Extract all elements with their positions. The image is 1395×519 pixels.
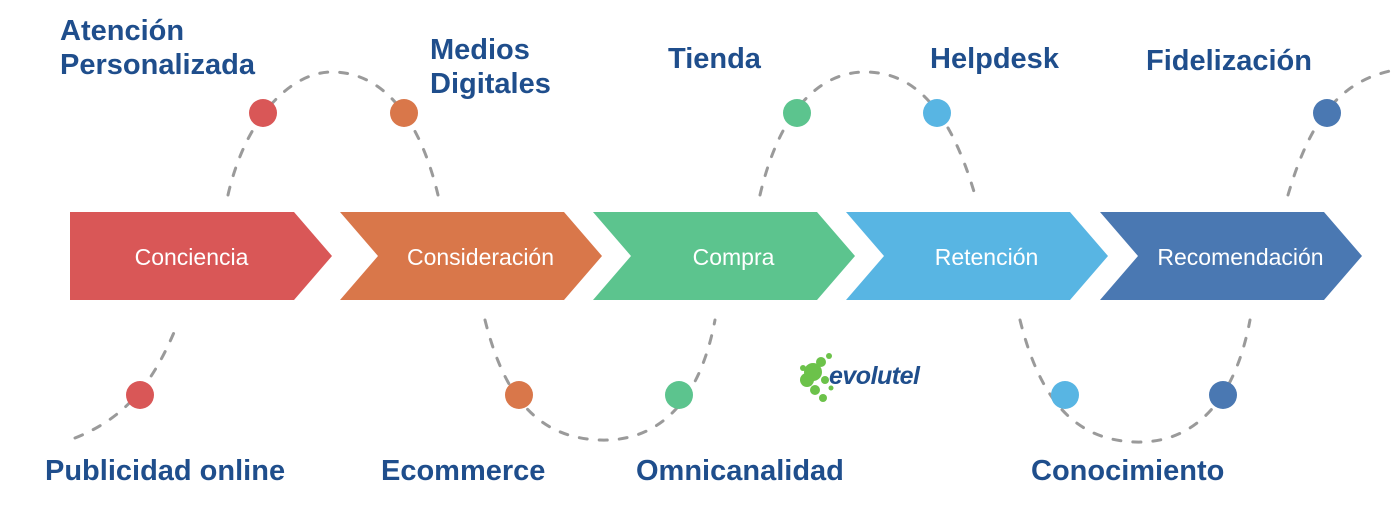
stage-label-2: Consideración xyxy=(407,244,554,270)
stage-label-4: Retención xyxy=(935,244,1039,270)
top-touchpoint-dot-4 xyxy=(923,99,951,127)
top-touchpoint-dot-1 xyxy=(249,99,277,127)
logo-mark-dot xyxy=(828,385,834,391)
logo-mark-dot xyxy=(821,376,829,384)
logo-mark-dot xyxy=(800,365,806,371)
stage-arrow-2 xyxy=(340,212,602,300)
bottom-label-omnicanalidad: Omnicanalidad xyxy=(636,455,844,487)
logo-mark-dot xyxy=(810,385,820,395)
stage-label-1: Conciencia xyxy=(135,244,249,270)
evolutel-logo-mark-icon xyxy=(800,353,834,402)
bottom-label-publicidad: Publicidad online xyxy=(45,455,286,487)
evolutel-logo: evolutel xyxy=(795,348,935,410)
top-touchpoint-dot-3 xyxy=(783,99,811,127)
logo-mark-dot xyxy=(819,394,827,402)
stage-arrow-5 xyxy=(1100,212,1362,300)
stage-arrow-4 xyxy=(846,212,1108,300)
touchpoint-dots xyxy=(126,99,1341,409)
bottom-touchpoint-dot-1 xyxy=(126,381,154,409)
logo-mark-dot xyxy=(816,357,826,367)
stage-label-5: Recomendación xyxy=(1157,244,1323,270)
stage-arrow-3 xyxy=(593,212,855,300)
bottom-label-conocimiento: Conocimiento xyxy=(1031,455,1225,487)
bottom-touchpoint-dot-2 xyxy=(505,381,533,409)
top-label-medios: Medios Digitales xyxy=(430,34,551,100)
top-label-fidelizacion: Fidelización xyxy=(1146,45,1312,77)
top-touchpoint-dot-5 xyxy=(1313,99,1341,127)
top-label-tienda: Tienda xyxy=(668,43,761,75)
bottom-touchpoint-dot-4 xyxy=(1051,381,1079,409)
top-touchpoint-dot-2 xyxy=(390,99,418,127)
bottom-touchpoint-dot-5 xyxy=(1209,381,1237,409)
top-label-atencion: Atención Personalizada xyxy=(60,15,256,81)
evolutel-logo-text: evolutel xyxy=(829,362,920,390)
logo-mark-dot xyxy=(826,353,832,359)
bottom-label-ecommerce: Ecommerce xyxy=(381,455,546,487)
stage-arrow-1 xyxy=(70,212,332,300)
stage-arrows: Conciencia Consideración Compra Retención Re… xyxy=(70,212,1362,300)
dashed-journey-path xyxy=(73,68,1395,444)
stage-label-3: Compra xyxy=(693,244,775,270)
top-label-helpdesk: Helpdesk xyxy=(930,43,1059,75)
logo-mark-dot xyxy=(800,373,814,387)
bottom-touchpoint-dot-3 xyxy=(665,381,693,409)
